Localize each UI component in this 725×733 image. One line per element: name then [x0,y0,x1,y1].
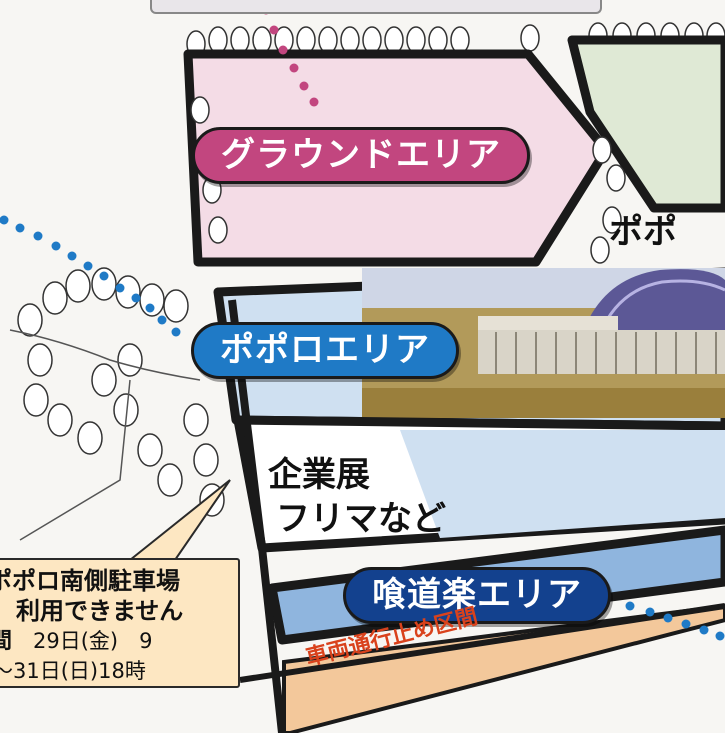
popolo-building-label: ポポ [609,212,677,252]
corporate-exhibition-label: 企業展 [268,455,370,495]
flea-market-label: フリマなど [276,499,446,539]
kuidoraku-area-label: 喰道楽エリア [343,567,611,625]
tree-cluster-left [17,267,225,517]
green-area-fill [567,35,725,213]
ground-area-label: グラウンドエリア [192,127,530,185]
top-info-box-edge [150,0,602,14]
notice-line-1: ポポロ南側駐車場 [0,567,180,595]
notice-term-start: 29日(金) 9 [12,629,153,653]
notice-line-3: 間 29日(金) 9 [0,626,238,657]
popolo-building-photo [362,268,725,418]
dots-blue [0,215,725,641]
notice-term-label: 間 [0,629,12,654]
popolo-area-label: ポポロエリア [191,322,459,380]
parking-notice: ポポロ南側駐車場 利用できません 間 29日(金) 9 〜31日(日)18時 [0,558,240,688]
notice-line-2: 利用できません [16,597,184,625]
notice-line-4: 〜31日(日)18時 [0,659,146,683]
